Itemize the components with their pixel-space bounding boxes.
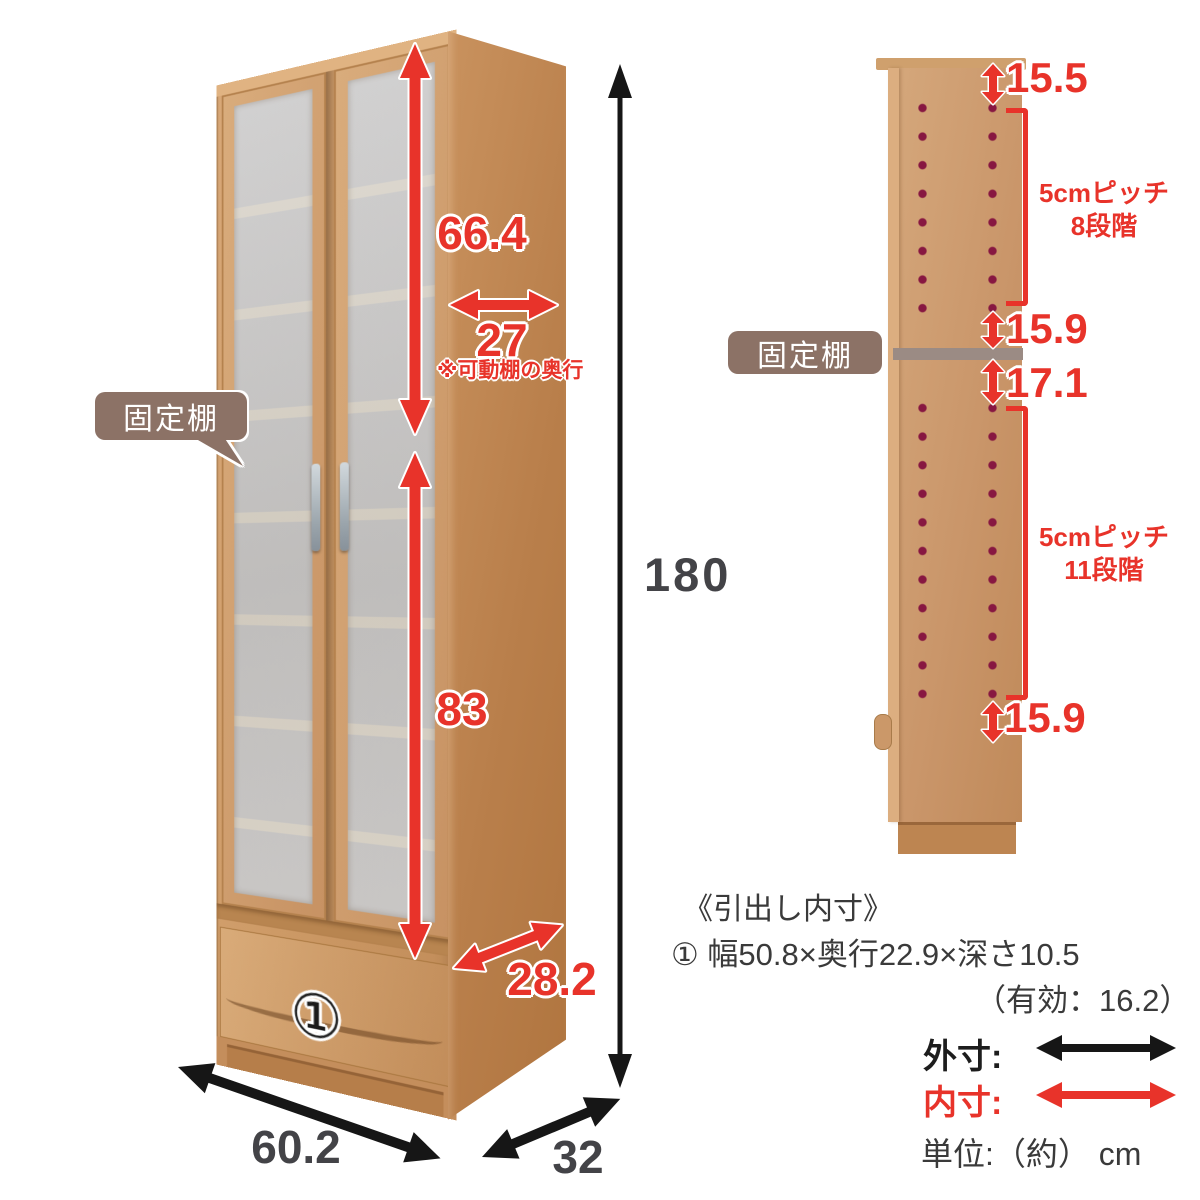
shelf-depth-label: 27 <box>476 317 527 363</box>
inner-lower-height-arrow <box>400 453 430 958</box>
drawer-effective-line: （有効：16.2） <box>975 982 1190 1019</box>
drawer-diagonal-depth-label: 28.2 <box>507 956 597 1002</box>
total-height-arrow <box>608 64 632 1088</box>
pin-holes-upper-left <box>918 94 927 323</box>
callout-tail <box>191 436 243 466</box>
door-gap <box>326 70 334 922</box>
above-fixed-shelf-label: 15.9 <box>1006 308 1088 350</box>
above-fixed-shelf-arrow <box>982 312 1004 348</box>
side-view-drawer-handle <box>874 714 892 750</box>
bottom-offset-label: 15.9 <box>1004 697 1086 739</box>
fixed-shelf-callout-side-label: 固定棚 <box>757 331 853 375</box>
door-left-glass <box>234 89 312 904</box>
drawer-spec-line: ① 幅50.8×奥行22.9×深さ10.5 <box>671 936 1080 973</box>
below-fixed-shelf-label: 17.1 <box>1006 362 1088 404</box>
drawer-spec-title: 《引出し内寸》 <box>683 892 893 928</box>
fixed-shelf-callout-front-label: 固定棚 <box>123 394 219 438</box>
unit-label: 単位:（約） cm <box>921 1135 1141 1173</box>
lower-pitch-text: 5cmピッチ 11段階 <box>1038 521 1170 586</box>
door-right <box>334 44 450 940</box>
shelf-depth-note: ※可動棚の奥行 <box>437 360 583 381</box>
depth-arrow <box>476 1084 627 1172</box>
legend-inner-label: 内寸: <box>923 1075 1002 1124</box>
inner-upper-height-label: 66.4 <box>437 210 527 256</box>
pin-holes-lower-left <box>918 394 927 709</box>
bottom-offset-arrow <box>982 702 1004 742</box>
door-handle-right <box>340 462 349 551</box>
side-view-plinth <box>898 822 1016 854</box>
top-offset-arrow <box>982 64 1004 104</box>
lower-pitch-bracket <box>1006 406 1028 700</box>
fixed-shelf-callout-side: 固定棚 <box>728 331 888 381</box>
fixed-shelf-callout-front: 固定棚 <box>95 392 255 472</box>
width-label: 60.2 <box>251 1124 341 1170</box>
upper-pitch-bracket <box>1006 108 1028 306</box>
door-left <box>222 72 326 920</box>
depth-label: 32 <box>552 1134 603 1180</box>
upper-pitch-text: 5cmピッチ 8段階 <box>1038 177 1170 242</box>
legend-outer-label: 外寸: <box>923 1029 1002 1078</box>
total-height-label: 180 <box>644 551 731 598</box>
inner-upper-height-arrow <box>400 44 430 434</box>
top-offset-label: 15.5 <box>1006 57 1088 99</box>
pin-holes-upper-right <box>988 94 997 323</box>
legend-outer-arrow <box>1036 1035 1176 1061</box>
fixed-shelf-band <box>893 348 1023 360</box>
door-handle-left <box>312 463 321 551</box>
pin-holes-lower-right <box>988 394 997 709</box>
side-view-front-edge <box>888 68 899 822</box>
legend-inner-arrow <box>1036 1082 1176 1108</box>
below-fixed-shelf-arrow <box>982 360 1004 404</box>
drawer-number-badge: ① <box>290 983 342 1053</box>
inner-lower-height-label: 83 <box>436 686 487 732</box>
